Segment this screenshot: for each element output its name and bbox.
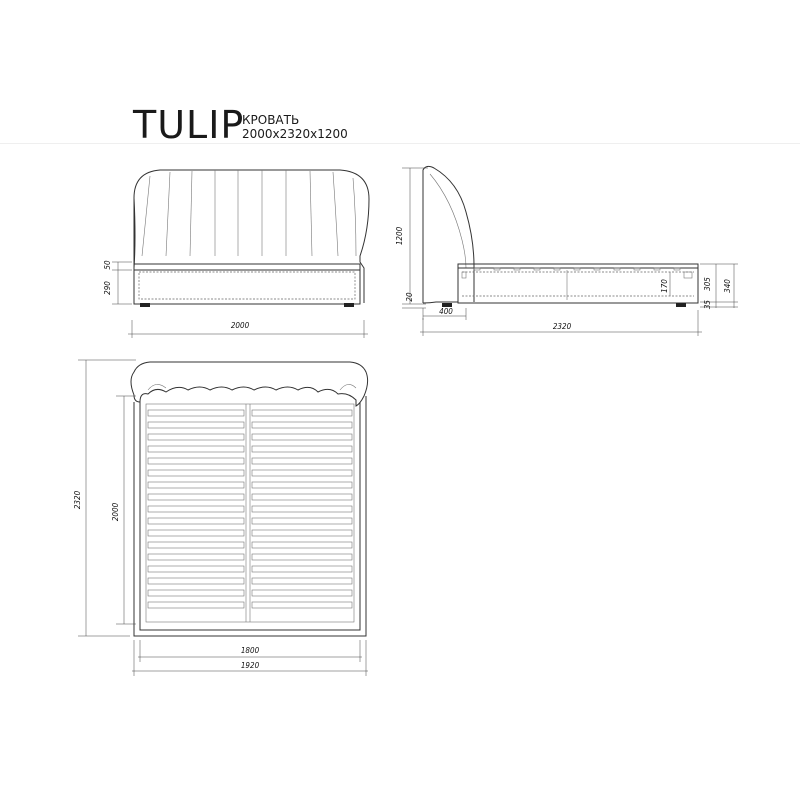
front-foot-left bbox=[140, 303, 150, 307]
product-type: КРОВАТЬ bbox=[242, 113, 300, 127]
top-view: 2320 2000 1800 1920 bbox=[73, 359, 369, 676]
front-view: 2000 50 290 bbox=[103, 169, 370, 338]
front-base-stitch bbox=[138, 271, 356, 300]
dim-side-total: 340 bbox=[723, 279, 732, 293]
top-frame bbox=[139, 402, 361, 631]
front-pleats bbox=[141, 170, 357, 257]
side-foot-end bbox=[676, 303, 686, 307]
dim-top-length: 2320 bbox=[73, 490, 82, 509]
dim-side-foot: 35 bbox=[703, 300, 712, 310]
dim-side-leg: 20 bbox=[405, 292, 414, 302]
dim-side-height: 1200 bbox=[395, 226, 404, 245]
front-headboard bbox=[133, 169, 370, 303]
dim-side-inner: 170 bbox=[660, 279, 669, 293]
front-headboard-left bbox=[133, 197, 136, 269]
top-headboard bbox=[130, 361, 369, 407]
dim-side-offset: 400 bbox=[439, 307, 453, 316]
dim-front-width: 2000 bbox=[231, 321, 250, 330]
front-base bbox=[133, 263, 361, 305]
side-slat-markers bbox=[473, 267, 681, 271]
dim-side-length: 2320 bbox=[553, 322, 572, 331]
dim-top-mattress: 2000 bbox=[111, 502, 120, 521]
top-slats bbox=[147, 409, 353, 609]
dim-top-outer-width: 1920 bbox=[241, 661, 260, 670]
dim-front-rail: 50 bbox=[103, 260, 112, 270]
dim-side-rail: 305 bbox=[703, 277, 712, 291]
side-view: 1200 20 400 2320 170 305 35 340 bbox=[395, 165, 738, 336]
front-foot-right bbox=[344, 303, 354, 307]
dim-front-frame: 290 bbox=[103, 281, 112, 295]
side-foot-head bbox=[442, 303, 452, 307]
product-size: 2000x2320x1200 bbox=[242, 127, 348, 141]
product-title: TULIP bbox=[133, 103, 245, 147]
side-rail bbox=[457, 263, 699, 304]
header-divider bbox=[0, 143, 800, 144]
side-headboard bbox=[422, 165, 475, 303]
dim-top-inner-width: 1800 bbox=[241, 646, 260, 655]
